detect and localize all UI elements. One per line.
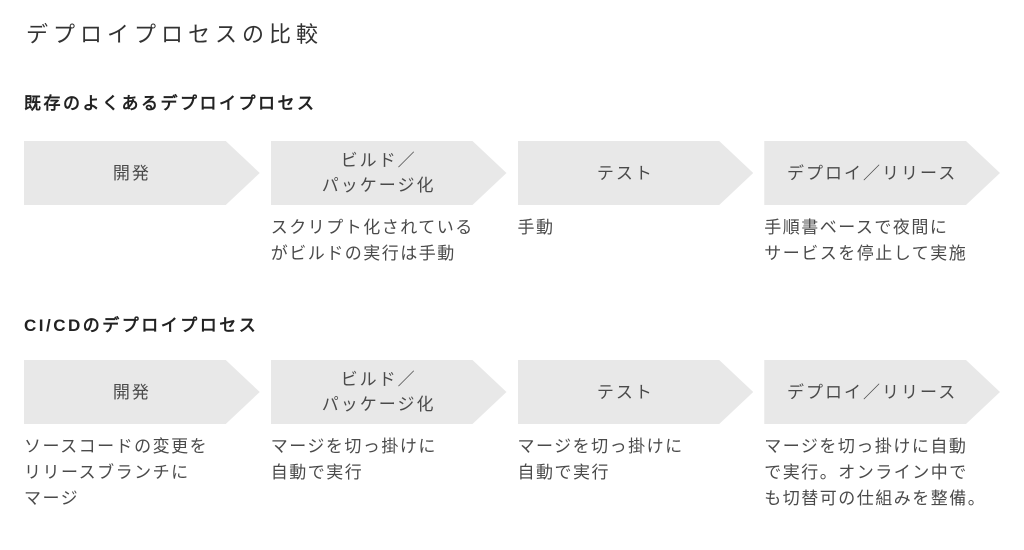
step-arrow-dev: 開発 — [24, 141, 260, 205]
process-step-deploy-release: デプロイ／リリース 手順書ベースで夜間に サービスを停止して実施 — [764, 141, 1000, 267]
step-arrow-test: テスト — [518, 141, 754, 205]
step-label: 開発 — [112, 163, 151, 183]
note-line: サービスを停止して実施 — [764, 244, 968, 263]
step-arrow-test: テスト — [518, 360, 754, 424]
step-label: パッケージ化 — [321, 176, 436, 195]
process-step-build-package: ビルド／ パッケージ化 マージを切っ掛けに 自動で実行 — [270, 360, 507, 512]
step-note: 手動 — [518, 215, 754, 241]
note-line: スクリプト化されている — [270, 218, 474, 237]
process-row-existing: 開発 ビルド／ パッケージ化 スクリプト化されている がビルドの実行は手動 テス… — [24, 141, 1000, 267]
note-line: マージを切っ掛けに — [517, 437, 684, 456]
step-label: 開発 — [112, 382, 151, 402]
step-label: ビルド／ — [340, 370, 417, 389]
note-line: がビルドの実行は手動 — [270, 244, 456, 263]
step-label: テスト — [596, 382, 654, 402]
note-line: マージを切っ掛けに — [270, 437, 437, 456]
step-label: ビルド／ — [340, 151, 417, 170]
process-step-dev: 開発 — [24, 141, 260, 267]
step-note: ソースコードの変更を リリースブランチに マージ — [24, 434, 260, 512]
step-label: テスト — [596, 163, 654, 183]
process-step-dev: 開発 ソースコードの変更を リリースブランチに マージ — [24, 360, 260, 512]
step-label: パッケージ化 — [321, 395, 436, 414]
step-label: デプロイ／リリース — [787, 163, 958, 183]
step-arrow-dev: 開発 — [24, 360, 260, 424]
section-heading-existing-process: 既存のよくあるデプロイプロセス — [24, 94, 317, 113]
process-step-test: テスト マージを切っ掛けに 自動で実行 — [517, 360, 754, 512]
note-line: マージを切っ掛けに自動 — [764, 437, 968, 456]
step-label: デプロイ／リリース — [787, 382, 958, 402]
note-line: マージ — [24, 489, 80, 508]
process-step-test: テスト 手動 — [517, 141, 754, 267]
note-line: リリースブランチに — [24, 463, 190, 482]
step-arrow-deploy-release: デプロイ／リリース — [764, 360, 1000, 424]
process-step-build-package: ビルド／ パッケージ化 スクリプト化されている がビルドの実行は手動 — [270, 141, 507, 267]
step-arrow-build-package: ビルド／ パッケージ化 — [271, 360, 507, 424]
step-note: マージを切っ掛けに 自動で実行 — [271, 434, 507, 486]
note-line: 自動で実行 — [270, 463, 364, 482]
page-title: デプロイプロセスの比較 — [26, 22, 324, 47]
note-line: 手動 — [517, 218, 555, 237]
step-note: 手順書ベースで夜間に サービスを停止して実施 — [764, 215, 1000, 267]
section-heading-cicd-process: CI/CDのデプロイプロセス — [24, 316, 259, 335]
note-line: ソースコードの変更を — [24, 437, 209, 456]
step-note: マージを切っ掛けに自動 で実行。オンライン中で も切替可の仕組みを整備。 — [764, 434, 1000, 512]
note-line: も切替可の仕組みを整備。 — [764, 489, 987, 508]
note-line: 手順書ベースで夜間に — [764, 218, 949, 237]
process-row-cicd: 開発 ソースコードの変更を リリースブランチに マージ ビルド／ パッケージ化 … — [24, 360, 1000, 512]
step-arrow-build-package: ビルド／ パッケージ化 — [271, 141, 507, 205]
note-line: で実行。オンライン中で — [764, 463, 968, 482]
step-note: マージを切っ掛けに 自動で実行 — [518, 434, 754, 486]
note-line: 自動で実行 — [517, 463, 610, 482]
process-step-deploy-release: デプロイ／リリース マージを切っ掛けに自動 で実行。オンライン中で も切替可の仕… — [764, 360, 1000, 512]
step-arrow-deploy-release: デプロイ／リリース — [764, 141, 1000, 205]
step-note: スクリプト化されている がビルドの実行は手動 — [271, 215, 507, 267]
